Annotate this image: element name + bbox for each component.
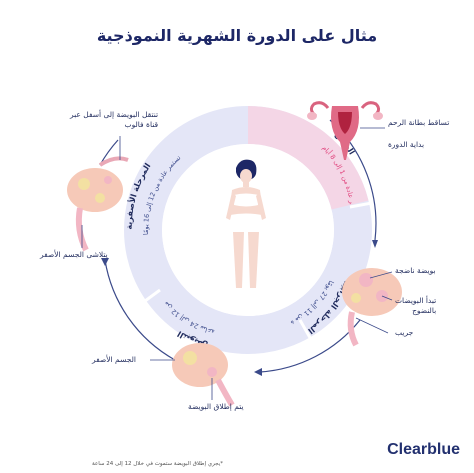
cycle-arrow-3 xyxy=(104,259,176,361)
label-egg-release: يتم إطلاق البويضة xyxy=(188,402,244,411)
woman-figure-icon xyxy=(226,159,266,288)
label-follicle: جريب xyxy=(395,328,414,337)
label-maturing-line1: تبدأ البويضات xyxy=(395,296,437,305)
label-shedding: تساقط بطانة الرحم xyxy=(388,118,449,128)
arrow-head-icon xyxy=(101,258,109,266)
brand-logo: Clearblue xyxy=(387,441,460,458)
ovary-icon xyxy=(172,343,235,407)
arrow-head-icon xyxy=(372,240,378,248)
label-egg-travel: تنتقل البويضة إلى أسفل عبر قناة فالوب xyxy=(70,110,158,130)
label-shedding-line1: تساقط بطانة الرحم xyxy=(388,118,450,127)
label-egg-travel-line2: قناة فالوب xyxy=(124,120,159,129)
label-maturing-eggs: تبدأ البويضات بالنضوج xyxy=(395,296,436,316)
uterus-icon xyxy=(307,101,383,160)
label-maturing-line2: بالنضوج xyxy=(412,306,437,315)
label-mature-egg: بويضة ناضجة xyxy=(395,266,436,275)
page-title: مثال على الدورة الشهرية النموذجية xyxy=(96,26,378,45)
ovary-icon xyxy=(342,268,402,347)
label-corpus-dissolve: يتلاشى الجسم الأصفر xyxy=(40,250,108,259)
label-egg-travel-line1: تنتقل البويضة إلى أسفل عبر xyxy=(70,110,159,119)
label-cycle-start: بداية الدورة xyxy=(388,140,425,149)
label-corpus-luteum: الجسم الأصفر xyxy=(92,355,136,364)
footnote: *يجري إطلاق البويضة ستموت في خلال 12 إلى… xyxy=(92,461,223,467)
arrow-head-icon xyxy=(254,368,262,376)
ovary-icon xyxy=(67,156,129,252)
menstruation-segment xyxy=(247,106,369,211)
